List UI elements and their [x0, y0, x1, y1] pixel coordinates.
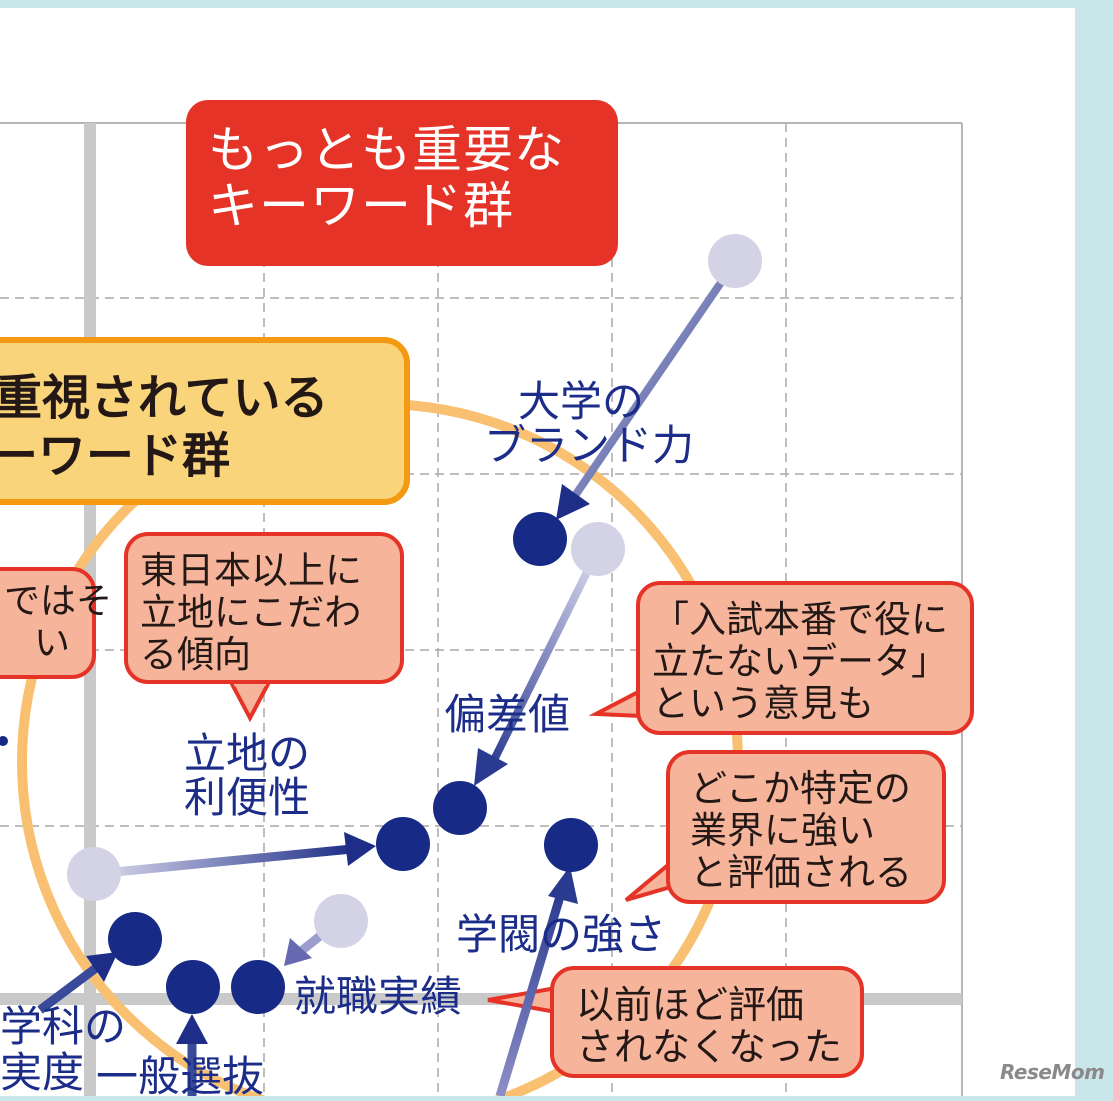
red-title-line-1: もっとも重要な [208, 121, 565, 179]
callout-exam-line-1: 「入試本番で役に [652, 598, 948, 641]
callout-left-line-2: い [34, 623, 71, 664]
callout-left-partial: ではそ い [0, 567, 113, 679]
callout-exam-line-3: という意見も [652, 682, 874, 725]
arrow-general [176, 1014, 208, 1096]
origin-dots [67, 234, 762, 948]
callout-industry-line-2: 業界に強い [690, 809, 875, 852]
callout-industry-line-3: と評価される [690, 851, 912, 894]
callout-east-line-2: 立地にこだわ [140, 591, 362, 634]
orange-title-line-1: 重視されている [0, 370, 329, 426]
arrow-location [93, 832, 376, 879]
keyword-alumni: 学閥の強さ [456, 910, 667, 959]
keyword-location-line-2: 利便性 [184, 773, 311, 822]
keyword-brand: 大学の ブランド力 [484, 377, 694, 468]
red-title-line-2: キーワード群 [208, 177, 514, 235]
callout-industry-line-1: どこか特定の [690, 767, 911, 810]
keyword-department: 学科の 実度 [0, 1004, 126, 1096]
callout-no-longer-line-2: されなくなった [576, 1025, 843, 1069]
keyword-brand-line-1: 大学の [518, 377, 645, 426]
keyword-department-line-2: 実度 [0, 1048, 85, 1097]
keyword-brand-line-2: ブランド力 [484, 421, 695, 470]
callout-east-japan: 東日本以上に 立地にこだわ る傾向 [124, 532, 404, 684]
keyword-location-line-1: 立地の [184, 729, 311, 778]
important-title: 重視されている ーワード群 [0, 337, 410, 505]
keyword-deviation: 偏差値 [444, 690, 571, 739]
arrow-brand [556, 259, 739, 520]
orange-title-line-2: ーワード群 [0, 428, 231, 484]
most-important-title: もっとも重要な キーワード群 [186, 100, 618, 266]
callout-exam-line-2: 立たないデータ」 [652, 640, 948, 683]
callout-tail-east-japan [228, 682, 272, 723]
resemom-logo: ReseMom [1000, 1060, 1105, 1084]
keyword-location: 立地の 利便性 [184, 732, 310, 820]
callout-industry: どこか特定の 業界に強い と評価される [666, 750, 946, 904]
keyword-employment: 就職実績 [294, 972, 463, 1021]
keyword-department-line-1: 学科の [0, 1002, 127, 1051]
keyword-dots [108, 512, 598, 1014]
callout-exam-data: 「入試本番で役に 立たないデータ」 という意見も [636, 581, 974, 735]
callout-no-longer: 以前ほど評価 されなくなった [550, 966, 864, 1078]
callout-no-longer-line-1: 以前ほど評価 [576, 983, 805, 1027]
callout-left-line-1: ではそ [4, 581, 113, 622]
arrow-department [37, 952, 118, 1014]
callout-east-line-1: 東日本以上に [140, 549, 362, 592]
keyword-general: 一般選抜 [96, 1052, 265, 1101]
callout-east-line-3: る傾向 [140, 633, 251, 676]
edge-mark [0, 736, 8, 746]
arrow-deviation [474, 548, 602, 786]
arrow-alumni [495, 866, 578, 1096]
